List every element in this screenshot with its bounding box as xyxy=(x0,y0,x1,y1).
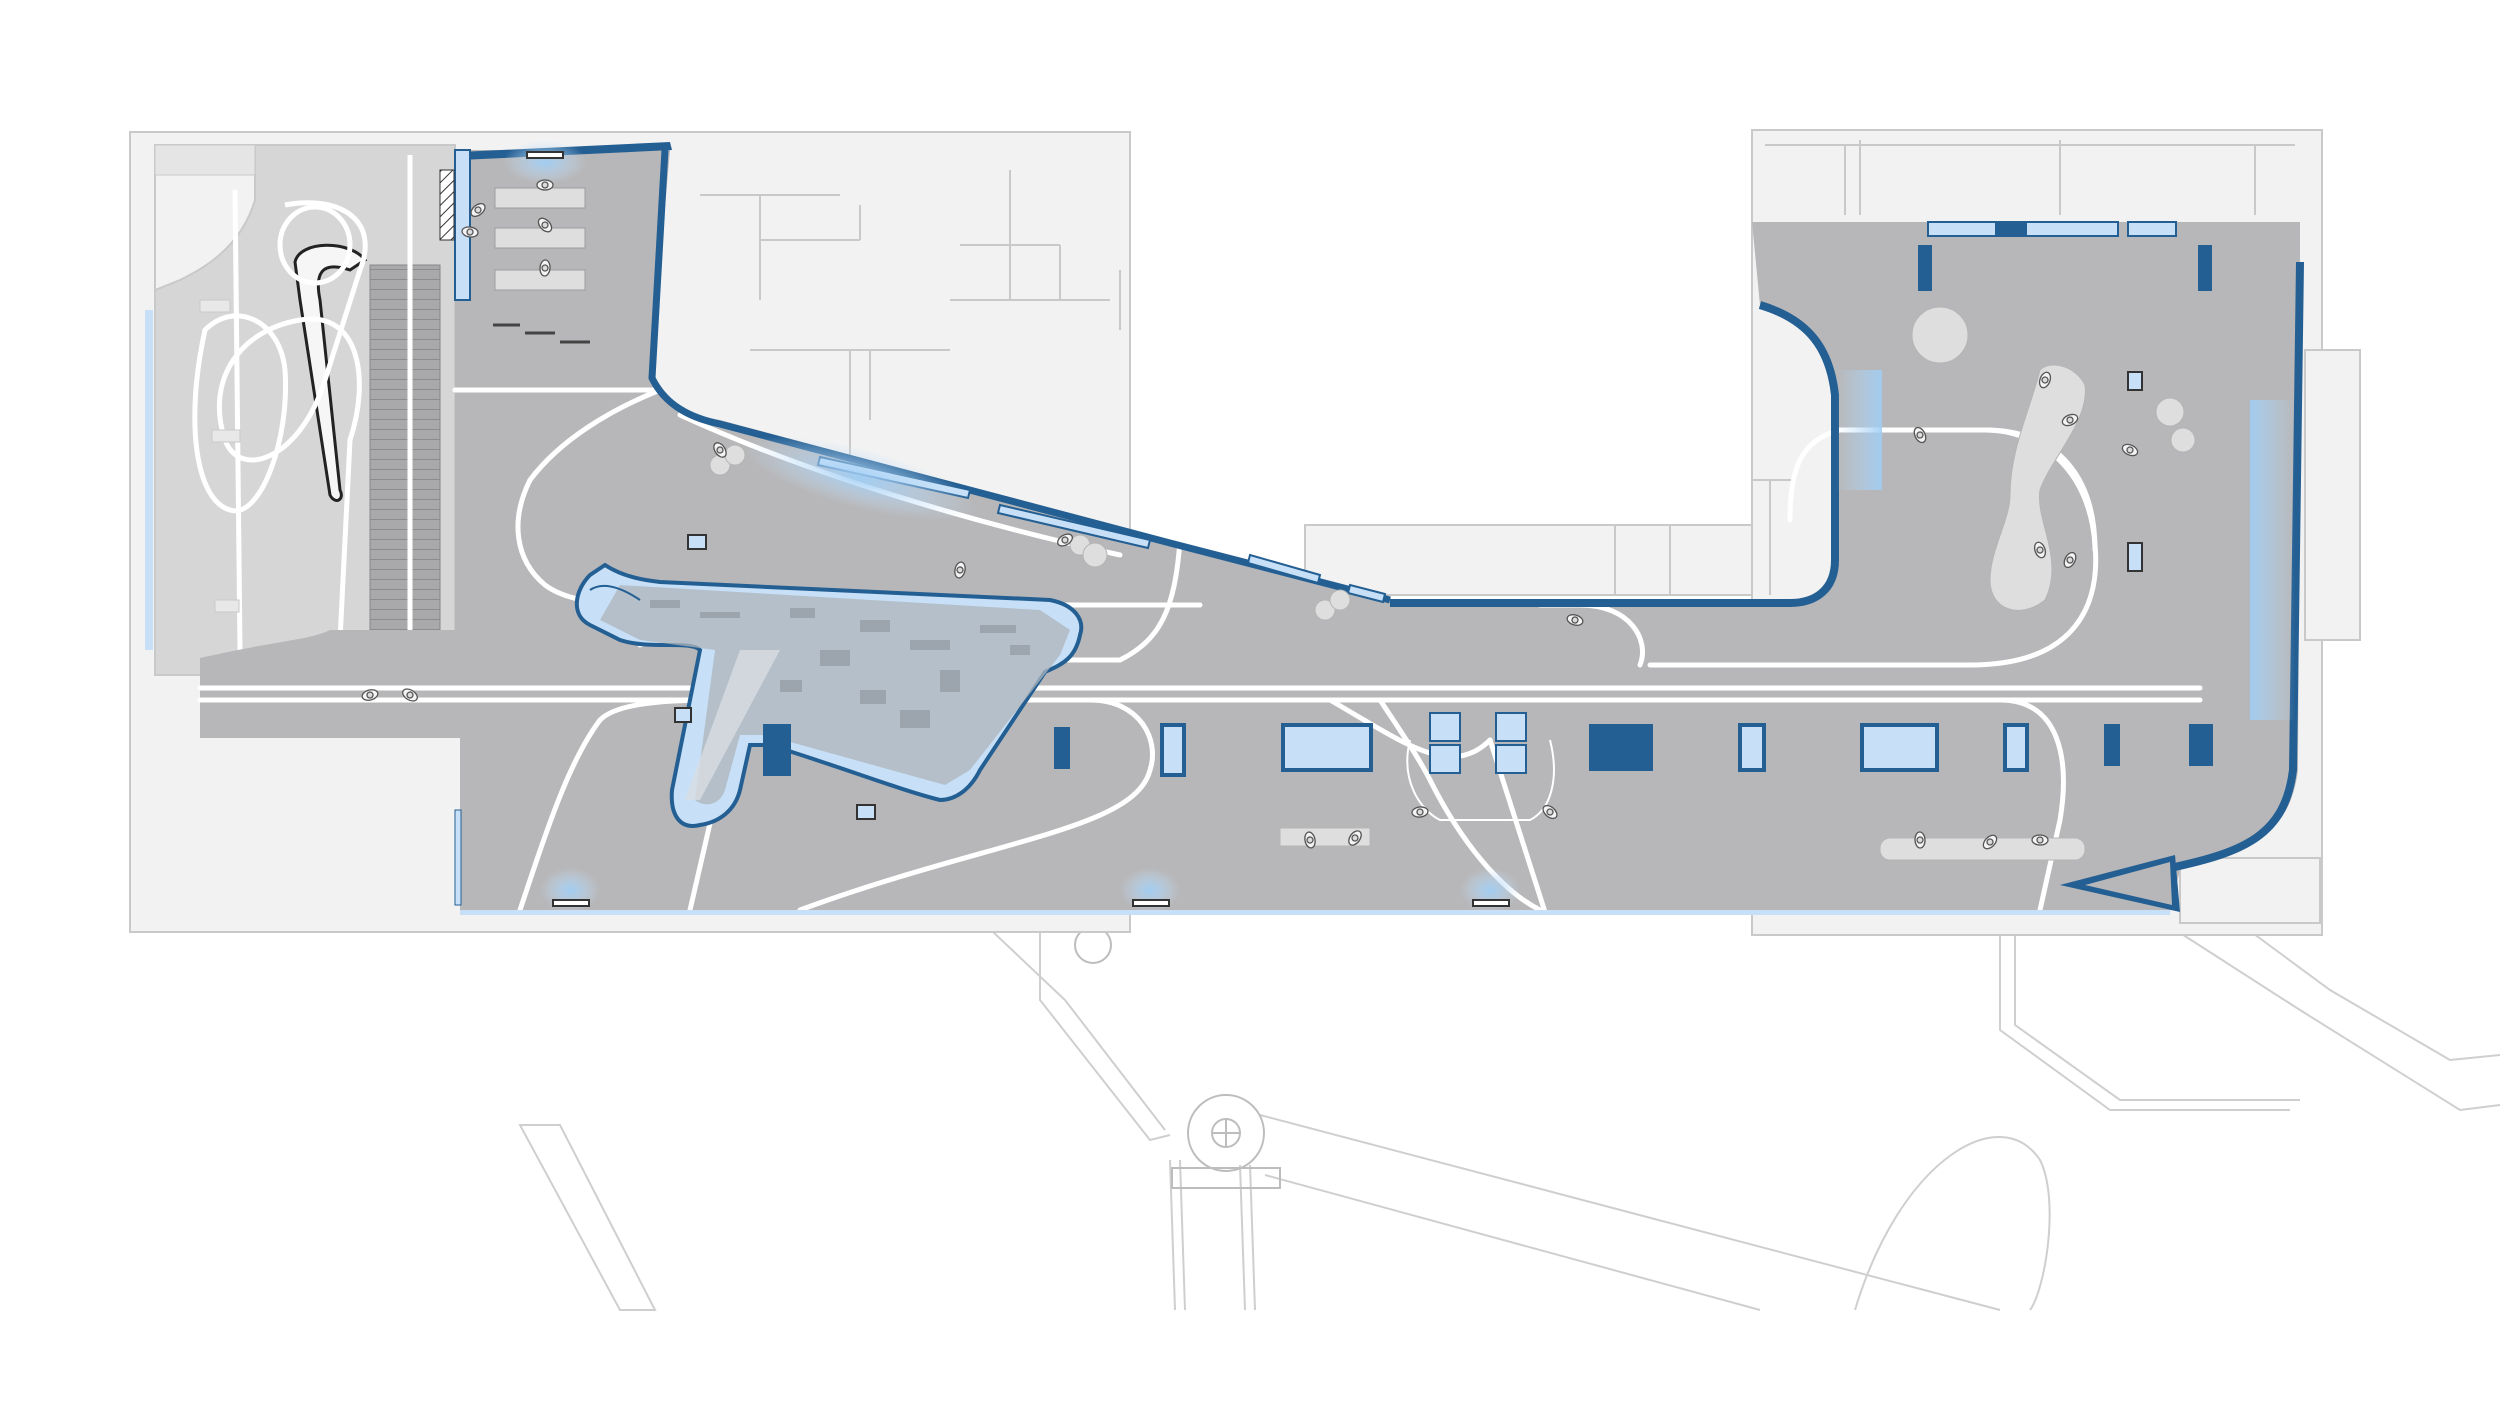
long-bench xyxy=(1879,837,2086,861)
person-figure xyxy=(402,688,418,702)
person-figure xyxy=(1566,614,1584,626)
person-figure xyxy=(2031,834,2049,846)
exhibit-block xyxy=(1738,723,1766,772)
site-context-lines xyxy=(518,914,2500,1311)
low-bench xyxy=(1279,827,1371,847)
exhibit-block xyxy=(1054,727,1070,769)
person-figure xyxy=(1304,831,1316,849)
walls xyxy=(454,142,2304,915)
gallery-benches xyxy=(493,187,590,344)
light-fixtures xyxy=(526,151,1510,907)
person-figure xyxy=(1348,830,1362,846)
city-model-table xyxy=(574,562,1084,828)
globe-sculpture xyxy=(1074,926,1281,1189)
exhibit-block xyxy=(2003,723,2029,772)
person-figure xyxy=(1913,426,1927,444)
person-figure xyxy=(2038,371,2052,389)
person-figure xyxy=(539,259,551,277)
small-screens xyxy=(674,371,2143,820)
exhibit-block xyxy=(2189,724,2213,766)
people-figures xyxy=(361,179,2139,850)
exhibition-floor xyxy=(200,150,2300,912)
person-figure xyxy=(2061,413,2079,427)
exhibit-block xyxy=(763,724,791,776)
person-figure xyxy=(2063,551,2077,569)
person-figure xyxy=(1914,831,1926,849)
exhibit-panels xyxy=(763,723,2213,777)
person-figure xyxy=(461,226,479,238)
round-tables xyxy=(709,306,2196,621)
person-figure xyxy=(537,217,553,233)
exhibit-block xyxy=(1281,723,1373,772)
hatched-column xyxy=(439,169,455,241)
person-figure xyxy=(470,202,486,218)
person-figure xyxy=(713,442,727,458)
exhibit-block xyxy=(2104,724,2120,766)
person-figure xyxy=(1411,806,1429,818)
exhibit-block xyxy=(1860,723,1939,772)
exhibit-block xyxy=(1160,723,1186,777)
person-figure xyxy=(1057,533,1073,547)
left-stair-tower xyxy=(154,144,456,676)
person-figure xyxy=(2033,541,2047,559)
person-figure xyxy=(1982,834,1998,850)
exhibit-block xyxy=(1589,724,1653,771)
left-glazing xyxy=(145,310,153,650)
person-figure xyxy=(536,179,554,191)
person-figure xyxy=(954,561,966,579)
person-figure xyxy=(2121,443,2139,457)
person-figure xyxy=(361,689,379,701)
person-figure xyxy=(1542,804,1558,820)
serpentine-bench xyxy=(1989,364,2086,611)
desk-cluster xyxy=(1406,712,1555,821)
